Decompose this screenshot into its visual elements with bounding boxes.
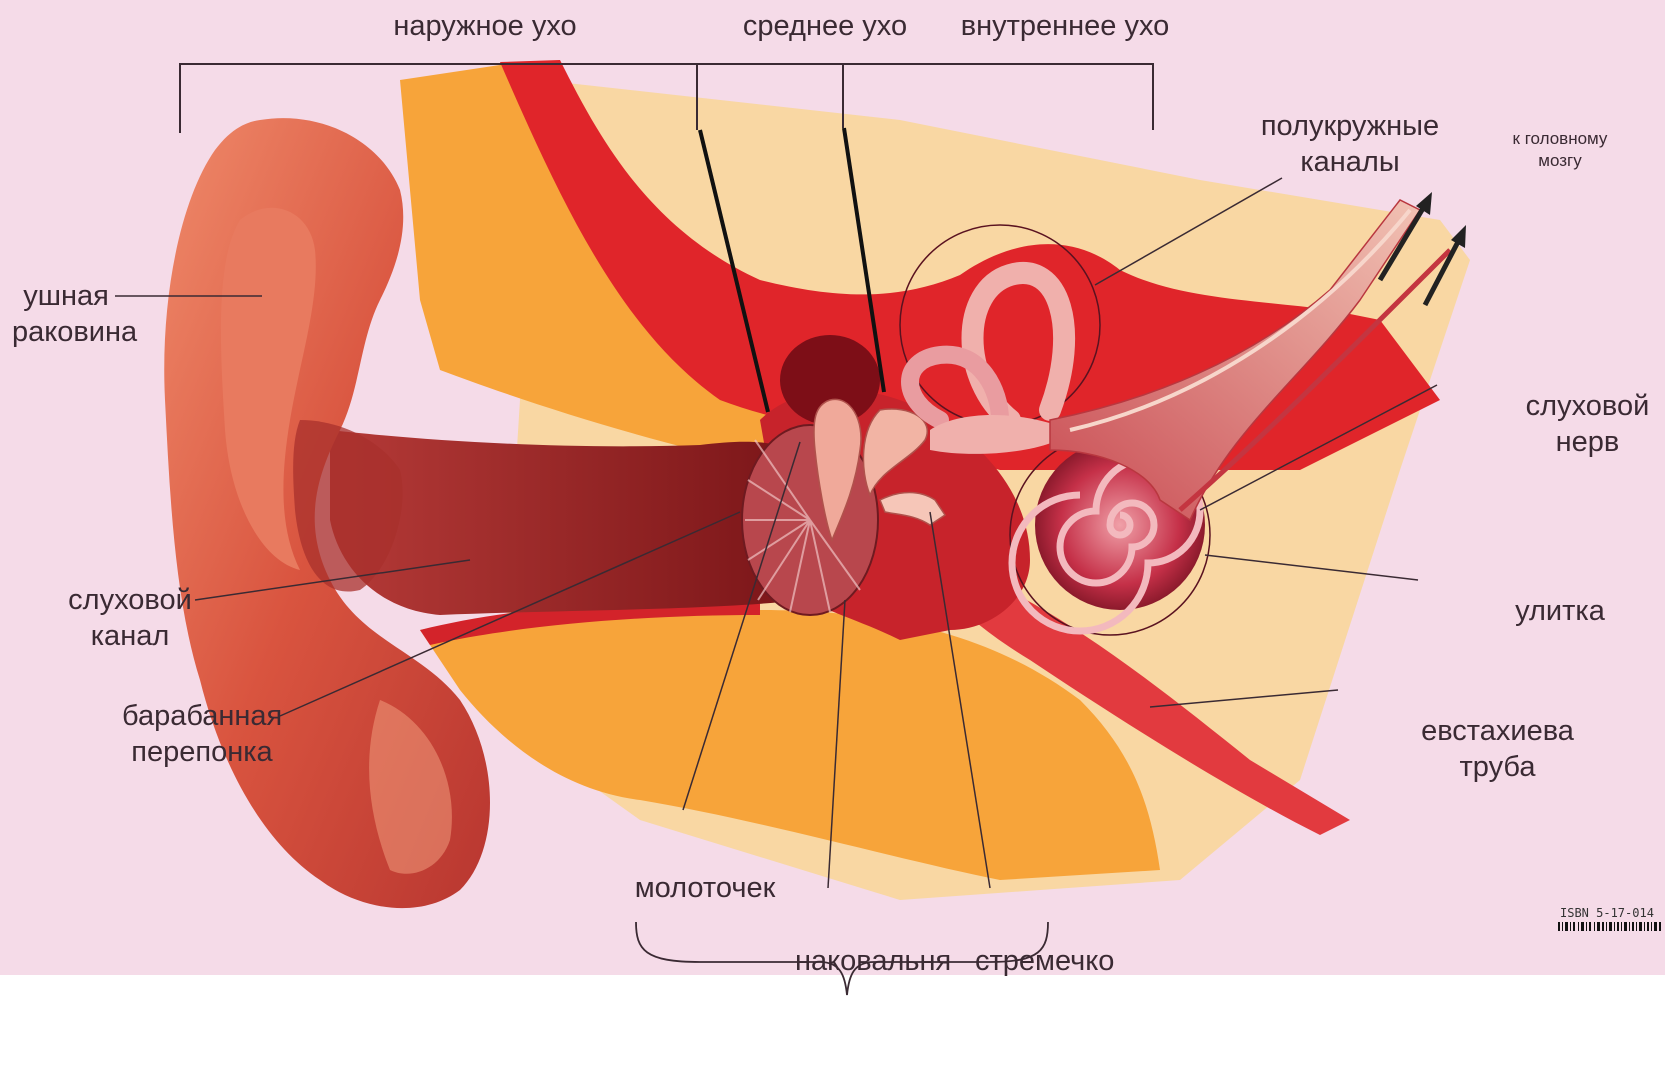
isbn-text: ISBN 5-17-014 (1560, 906, 1654, 920)
label-semicircular-canals: полукружные каналы (1260, 108, 1440, 180)
label-middle-ear: среднее ухо (730, 8, 920, 44)
label-stirrup: стремечко (975, 943, 1110, 979)
label-auricle: ушная раковина (12, 278, 120, 350)
label-outer-ear: наружное ухо (380, 8, 590, 44)
label-eustachian-line1: евстахиева (1415, 713, 1580, 749)
label-semicircular-line1: полукружные (1260, 108, 1440, 144)
ear-canal-shape (330, 430, 800, 615)
label-auditory-nerve-line1: слуховой (1525, 388, 1650, 424)
label-anvil: наковальня (795, 943, 950, 979)
label-semicircular-line2: каналы (1260, 144, 1440, 180)
label-to-brain: к головному мозгу (1500, 128, 1620, 172)
label-eardrum-line2: перепонка (122, 734, 282, 770)
label-auditory-nerve: слуховой нерв (1525, 388, 1650, 460)
label-to-brain-line1: к головному (1500, 128, 1620, 150)
blank-bottom (0, 975, 1665, 1061)
label-ear-canal-line1: слуховой (65, 582, 195, 618)
label-eustachian-tube: евстахиева труба (1415, 713, 1580, 785)
label-eardrum-line1: барабанная (122, 698, 282, 734)
label-auditory-nerve-line2: нерв (1525, 424, 1650, 460)
label-ear-canal-line2: канал (65, 618, 195, 654)
label-eustachian-line2: труба (1415, 749, 1580, 785)
label-auricle-line2: раковина (12, 314, 120, 350)
label-auricle-line1: ушная (12, 278, 120, 314)
label-to-brain-line2: мозгу (1500, 150, 1620, 172)
label-eardrum: барабанная перепонка (122, 698, 282, 770)
label-hammer: молоточек (630, 870, 780, 906)
label-inner-ear: внутреннее ухо (950, 8, 1180, 44)
label-ear-canal: слуховой канал (65, 582, 195, 654)
label-cochlea: улитка (1505, 593, 1615, 629)
